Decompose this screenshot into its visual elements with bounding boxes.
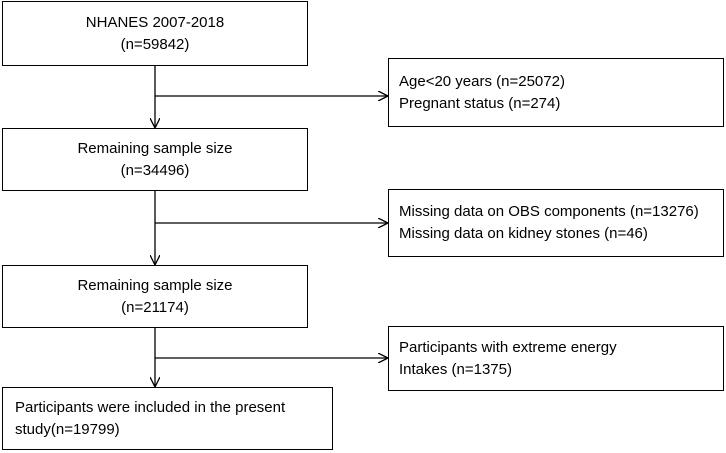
flow-step-title: Remaining sample size (77, 276, 233, 294)
exclusion-box-1: Age<20 years (n=25072) Pregnant status (… (388, 58, 724, 127)
flow-step-title: Participants were included in the presen… (15, 398, 286, 416)
exclusion-reason: Participants with extreme energy (399, 338, 617, 356)
flow-step-title: Remaining sample size (77, 139, 233, 157)
flow-step-count: (n=21174) (121, 298, 189, 316)
exclusion-box-2: Missing data on OBS components (n=13276)… (388, 189, 724, 257)
flow-step-final: Participants were included in the presen… (2, 387, 333, 450)
flow-step-count: (n=59842) (120, 35, 190, 53)
flow-step-count: (n=34496) (120, 161, 190, 179)
exclusion-reason: Missing data on OBS components (n=13276) (399, 203, 699, 220)
exclusion-reason: Age<20 years (n=25072) (399, 72, 565, 90)
exclusion-reason: Pregnant status (n=274) (399, 94, 561, 112)
flow-step-remaining-2: Remaining sample size (n=21174) (2, 265, 308, 328)
exclusion-reason: Missing data on kidney stones (n=46) (399, 225, 648, 242)
flow-step-title: NHANES 2007-2018 (85, 13, 225, 31)
flow-step-remaining-1: Remaining sample size (n=34496) (2, 128, 308, 191)
exclusion-reason: Intakes (n=1375) (399, 360, 512, 378)
flow-step-nhanes: NHANES 2007-2018 (n=59842) (2, 1, 308, 66)
exclusion-box-3: Participants with extreme energy Intakes… (388, 326, 724, 391)
flow-step-count: study(n=19799) (15, 420, 120, 438)
